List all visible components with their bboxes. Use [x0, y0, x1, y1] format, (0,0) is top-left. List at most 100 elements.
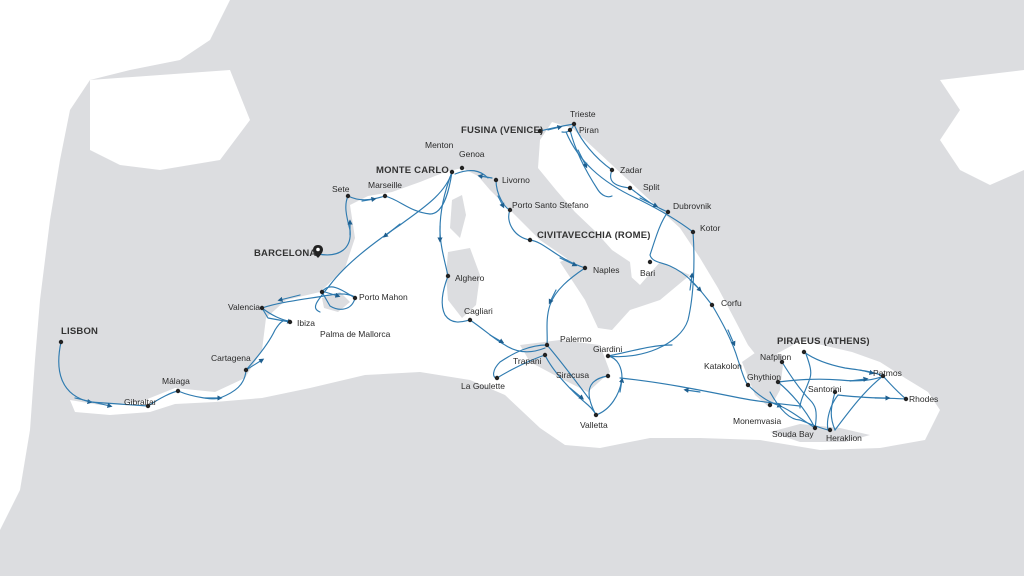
label-siracusa: Siracusa: [556, 370, 589, 380]
label-bari: Bari: [640, 268, 655, 278]
port-dot-piran[interactable]: [567, 127, 573, 133]
port-dot-giardini[interactable]: [605, 353, 611, 359]
label-livorno: Livorno: [502, 175, 530, 185]
label-palermo: Palermo: [560, 334, 592, 344]
label-patmos: Patmos: [873, 368, 902, 378]
label-kotor: Kotor: [700, 223, 720, 233]
italy-peninsula: [560, 248, 690, 330]
port-dot-souda-bay[interactable]: [812, 425, 818, 431]
label-sete: Sete: [332, 184, 350, 194]
port-dot-alghero[interactable]: [445, 273, 451, 279]
port-dot-trapani[interactable]: [542, 352, 548, 358]
label-cagliari: Cagliari: [464, 306, 493, 316]
port-dot-gibraltar[interactable]: [145, 403, 151, 409]
major-port-labels: LISBON BARCELONA MONTE CARLO FUSINA (VEN…: [61, 125, 870, 347]
port-dot-monemvasia[interactable]: [767, 402, 773, 408]
port-dot-sete[interactable]: [345, 193, 351, 199]
label-trieste: Trieste: [570, 109, 596, 119]
port-dot-siracusa[interactable]: [605, 373, 611, 379]
port-dot-trieste[interactable]: [571, 121, 577, 127]
port-dot-kotor[interactable]: [690, 229, 696, 235]
port-dot-fusina[interactable]: [537, 128, 543, 134]
port-dot-ibiza[interactable]: [287, 319, 293, 325]
black-sea: [940, 70, 1024, 185]
bay-of-biscay: [90, 70, 250, 170]
port-dot-split[interactable]: [627, 185, 633, 191]
label-lisbon: LISBON: [61, 326, 98, 337]
label-genoa: Genoa: [459, 149, 485, 159]
label-porto-mahon: Porto Mahon: [359, 292, 408, 302]
port-dot-cartagena[interactable]: [243, 367, 249, 373]
label-naples: Naples: [593, 265, 619, 275]
label-valletta: Valletta: [580, 420, 608, 430]
port-dot-porto-santo-stefano[interactable]: [507, 207, 513, 213]
port-dot-ghythion[interactable]: [775, 379, 781, 385]
label-trapani: Trapani: [513, 356, 542, 366]
label-gibraltar: Gibraltar: [124, 397, 157, 407]
label-palma: Palma de Mallorca: [320, 329, 391, 339]
label-giardini: Giardini: [593, 344, 622, 354]
port-dot-santorini[interactable]: [832, 389, 838, 395]
port-dot-naples[interactable]: [582, 265, 588, 271]
port-dot-valletta[interactable]: [593, 412, 599, 418]
port-dot-heraklion[interactable]: [827, 427, 833, 433]
port-dot-palermo[interactable]: [544, 342, 550, 348]
label-menton: Menton: [425, 140, 454, 150]
label-alghero: Alghero: [455, 273, 485, 283]
label-porto-santo-stefano: Porto Santo Stefano: [512, 200, 589, 210]
peloponnese: [742, 348, 784, 408]
port-dot-zadar[interactable]: [609, 167, 615, 173]
label-valencia: Valencia: [228, 302, 260, 312]
mallorca-island: [322, 292, 350, 312]
label-nafplion: Nafplion: [760, 352, 791, 362]
port-dot-marseille[interactable]: [382, 193, 388, 199]
label-piran: Piran: [579, 125, 599, 135]
label-split: Split: [643, 182, 660, 192]
port-dot-katakolon[interactable]: [745, 382, 751, 388]
port-dot-porto-mahon[interactable]: [352, 295, 358, 301]
cruise-routes: [58, 123, 907, 431]
label-barcelona: BARCELONA: [254, 248, 317, 259]
port-dot-patmos[interactable]: [880, 373, 886, 379]
sardinia-island: [446, 248, 480, 318]
label-monemvasia: Monemvasia: [733, 416, 781, 426]
port-dot-la-goulette[interactable]: [494, 375, 500, 381]
label-santorini: Santorini: [808, 384, 842, 394]
port-dot-genoa[interactable]: [459, 165, 465, 171]
port-dot-monte-carlo[interactable]: [449, 169, 455, 175]
port-dot-corfu[interactable]: [709, 302, 715, 308]
label-monte-carlo: MONTE CARLO: [376, 165, 449, 176]
port-dot-cagliari[interactable]: [467, 317, 473, 323]
mediterranean-sea: [70, 122, 940, 450]
port-dot-valencia[interactable]: [259, 305, 265, 311]
port-dot-civitavecchia[interactable]: [527, 237, 533, 243]
port-dot-palma[interactable]: [319, 289, 325, 295]
crete-island: [770, 424, 870, 442]
label-cartagena: Cartagena: [211, 353, 251, 363]
port-dot-lisbon[interactable]: [58, 339, 64, 345]
port-dot-rhodes[interactable]: [903, 396, 909, 402]
port-dot-nafplion[interactable]: [779, 359, 785, 365]
port-dot-piraeus[interactable]: [801, 349, 807, 355]
port-dot-dubrovnik[interactable]: [665, 209, 671, 215]
port-dot-malaga[interactable]: [175, 388, 181, 394]
label-fusina: FUSINA (VENICE): [461, 125, 543, 136]
label-civitavecchia: CIVITAVECCHIA (ROME): [537, 230, 651, 241]
label-ibiza: Ibiza: [297, 318, 315, 328]
label-piraeus: PIRAEUS (ATHENS): [777, 336, 870, 347]
corsica-island: [450, 195, 466, 238]
label-marseille: Marseille: [368, 180, 402, 190]
port-markers: [58, 121, 909, 433]
label-heraklion: Heraklion: [826, 433, 862, 443]
label-katakolon: Katakolon: [704, 361, 742, 371]
location-pin-icon[interactable]: [313, 245, 323, 258]
label-la-goulette: La Goulette: [461, 381, 505, 391]
port-dot-bari[interactable]: [647, 259, 653, 265]
label-ghythion: Ghythion: [747, 372, 781, 382]
port-dot-livorno[interactable]: [493, 177, 499, 183]
label-malaga: Málaga: [162, 376, 190, 386]
sicily-island: [520, 340, 610, 392]
port-labels: Gibraltar Málaga Cartagena Valencia Ibiz…: [124, 109, 938, 443]
